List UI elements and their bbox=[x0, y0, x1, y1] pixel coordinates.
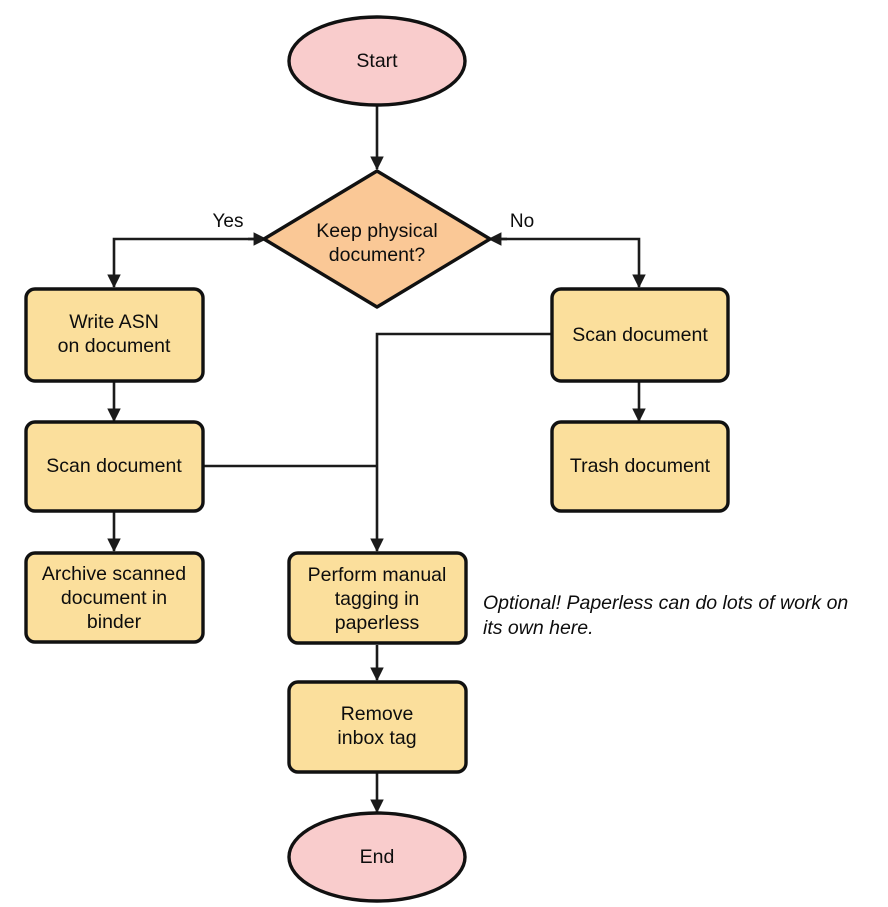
scan-left-label: Scan document bbox=[46, 455, 182, 477]
node-archive-scanned-document[interactable]: Archive scanned document in binder bbox=[24, 551, 205, 644]
end-label: End bbox=[360, 846, 395, 868]
archive-box bbox=[24, 551, 205, 644]
note-optional: Optional! Paperless can do lots of work … bbox=[483, 592, 848, 639]
scan-right-box bbox=[550, 287, 730, 383]
node-end[interactable]: End bbox=[287, 811, 467, 903]
start-label: Start bbox=[356, 50, 398, 72]
write-asn-label-line2: on document bbox=[58, 335, 171, 357]
edge-scan-right-to-manual-tagging bbox=[370, 332, 552, 553]
archive-label-line1: Archive scanned bbox=[42, 563, 186, 585]
node-scan-document-right[interactable]: Scan document bbox=[550, 287, 730, 383]
write-asn-label-line1: Write ASN bbox=[69, 311, 159, 333]
node-scan-document-left[interactable]: Scan document bbox=[24, 420, 205, 513]
note-optional-line1: Optional! Paperless can do lots of work … bbox=[483, 592, 848, 614]
scan-left-box bbox=[24, 420, 205, 513]
scan-right-label: Scan document bbox=[572, 324, 708, 346]
remove-inbox-label-line1: Remove bbox=[341, 703, 414, 725]
edge-decision-yes-to-write-asn bbox=[107, 237, 266, 289]
write-asn-box bbox=[24, 287, 205, 383]
end-ellipse bbox=[287, 811, 467, 903]
edge-decision-no-to-scan-right bbox=[489, 237, 646, 289]
archive-label-line2: document in bbox=[61, 587, 167, 609]
node-decision-keep-physical-document[interactable]: Keep physical document? bbox=[262, 169, 492, 309]
edge-label-no: No bbox=[510, 211, 534, 232]
node-start[interactable]: Start bbox=[287, 15, 467, 107]
edge-label-yes: Yes bbox=[213, 211, 244, 232]
start-ellipse bbox=[287, 15, 467, 107]
node-write-asn[interactable]: Write ASN on document bbox=[24, 287, 205, 383]
manual-tagging-label-line1: Perform manual bbox=[308, 564, 447, 586]
node-trash-document[interactable]: Trash document bbox=[550, 420, 730, 513]
note-optional-line2: its own here. bbox=[483, 617, 594, 639]
node-remove-inbox-tag[interactable]: Remove inbox tag bbox=[287, 680, 468, 774]
trash-box bbox=[550, 420, 730, 513]
node-perform-manual-tagging[interactable]: Perform manual tagging in paperless bbox=[287, 551, 468, 645]
decision-label-line1: Keep physical bbox=[316, 220, 437, 242]
trash-label: Trash document bbox=[570, 455, 711, 477]
manual-tagging-label-line3: paperless bbox=[335, 612, 420, 634]
manual-tagging-label-line2: tagging in bbox=[335, 588, 420, 610]
archive-label-line3: binder bbox=[87, 611, 142, 633]
manual-tagging-box bbox=[287, 551, 468, 645]
decision-label-line2: document? bbox=[329, 244, 426, 266]
remove-inbox-label-line2: inbox tag bbox=[337, 727, 416, 749]
decision-diamond bbox=[262, 169, 492, 309]
remove-inbox-box bbox=[287, 680, 468, 774]
